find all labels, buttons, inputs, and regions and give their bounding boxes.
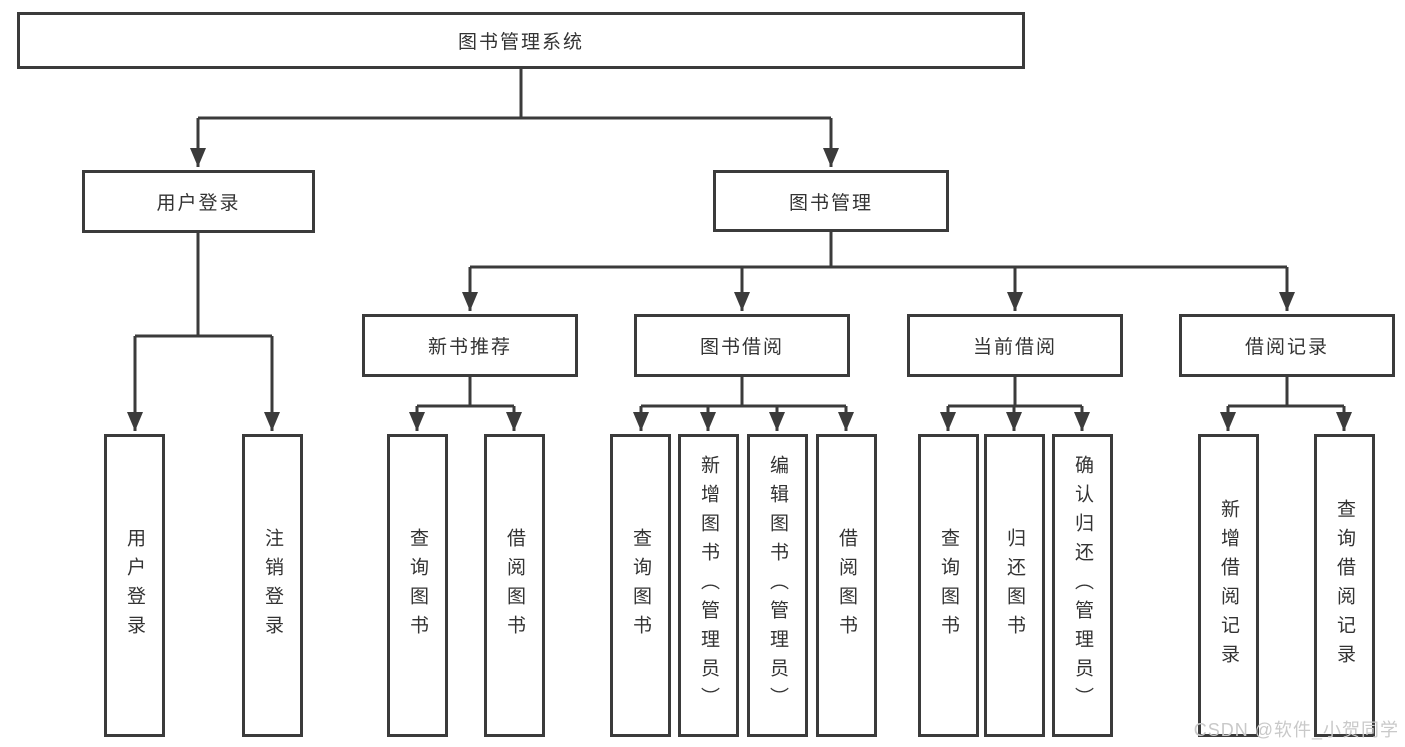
node-label: 借阅图书 [836,527,857,644]
node-label: 确认归还（管理员） [1072,455,1093,716]
leaf-query-books-recommend: 查询图书 [387,434,448,737]
leaf-user-login: 用户登录 [104,434,165,737]
node-label: 注销登录 [262,527,283,644]
node-label: 新增图书（管理员） [698,455,719,716]
csdn-watermark: CSDN @软件_小贺同学 [1193,720,1399,740]
node-label: 新书推荐 [427,337,512,358]
node-current-borrowing: 当前借阅 [907,314,1123,377]
node-label: 借阅图书 [504,527,525,644]
leaf-query-borrow-record: 查询借阅记录 [1314,434,1375,737]
leaf-borrow-books-recommend: 借阅图书 [484,434,545,737]
node-label: 查询图书 [407,527,428,644]
node-label: 用户登录 [156,193,241,214]
node-label: 编辑图书（管理员） [767,455,788,716]
leaf-return-books: 归还图书 [984,434,1045,737]
node-label: 当前借阅 [972,337,1057,358]
leaf-borrow-books: 借阅图书 [816,434,877,737]
node-label: 查询图书 [938,527,959,644]
node-label: 图书管理系统 [457,32,584,53]
node-label: 用户登录 [124,527,145,644]
node-label: 借阅记录 [1244,337,1329,358]
leaf-add-books-admin: 新增图书（管理员） [678,434,739,737]
node-user-login: 用户登录 [82,170,315,233]
node-new-book-recommend: 新书推荐 [362,314,578,377]
leaf-query-books-borrowing: 查询图书 [610,434,671,737]
node-system-root: 图书管理系统 [17,12,1025,69]
leaf-add-borrow-record: 新增借阅记录 [1198,434,1259,737]
node-label: 查询图书 [630,527,651,644]
leaf-query-books-current: 查询图书 [918,434,979,737]
node-book-management: 图书管理 [713,170,949,232]
leaf-confirm-return-admin: 确认归还（管理员） [1052,434,1113,737]
node-label: 归还图书 [1004,527,1025,644]
node-book-borrowing: 图书借阅 [634,314,850,377]
node-label: 图书管理 [788,192,873,214]
leaf-edit-books-admin: 编辑图书（管理员） [747,434,808,737]
leaf-logout: 注销登录 [242,434,303,737]
node-label: 新增借阅记录 [1218,498,1239,673]
node-borrow-records: 借阅记录 [1179,314,1395,377]
node-label: 图书借阅 [699,337,784,358]
node-label: 查询借阅记录 [1334,498,1355,673]
